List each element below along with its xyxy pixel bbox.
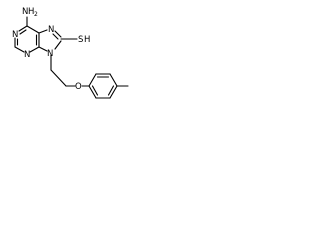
atom-labels: N H 2 N N N N S H O — [12, 7, 90, 92]
bond-ar-4 — [109, 85, 118, 99]
bond-n1-c6 — [18, 25, 28, 32]
atom-label-nh2-h: H — [28, 7, 34, 17]
atom-label-nh2-subscript: 2 — [34, 11, 38, 18]
structure-canvas: N H 2 N N N N S H O — [0, 0, 131, 123]
bond-n9-c4 — [38, 46, 48, 52]
bond-ar-3 — [109, 73, 118, 87]
bond-c6-c5 — [26, 25, 40, 34]
bond-n7-c8 — [54, 30, 62, 38]
bond-n7-c8-double — [52, 33, 59, 40]
atom-label-nh2-n: N — [22, 7, 28, 17]
bond-ar-1 — [88, 73, 97, 87]
bond-ch2-ch2 — [50, 69, 67, 87]
atom-label-sh-s: S — [78, 35, 83, 45]
bond-ar-6 — [88, 85, 97, 99]
bond-n3-c2 — [14, 46, 25, 53]
chemical-structure: N H 2 N N N N S H O — [12, 7, 129, 99]
bond-c8-n9 — [54, 40, 62, 50]
atom-label-o: O — [75, 82, 82, 92]
atom-label-n7: N — [48, 25, 54, 35]
bonds — [14, 16, 129, 99]
bond-ar-4-double — [107, 85, 115, 96]
bond-ar-6-double — [91, 85, 99, 96]
atom-label-n3: N — [24, 50, 30, 60]
atom-label-n1: N — [12, 30, 18, 40]
bond-c5-n7 — [38, 29, 48, 34]
atom-label-sh-h: H — [84, 35, 90, 45]
atom-label-n9: N — [47, 49, 53, 59]
bond-c4-n3 — [29, 46, 40, 53]
bond-n1-c6-double — [19, 29, 27, 35]
